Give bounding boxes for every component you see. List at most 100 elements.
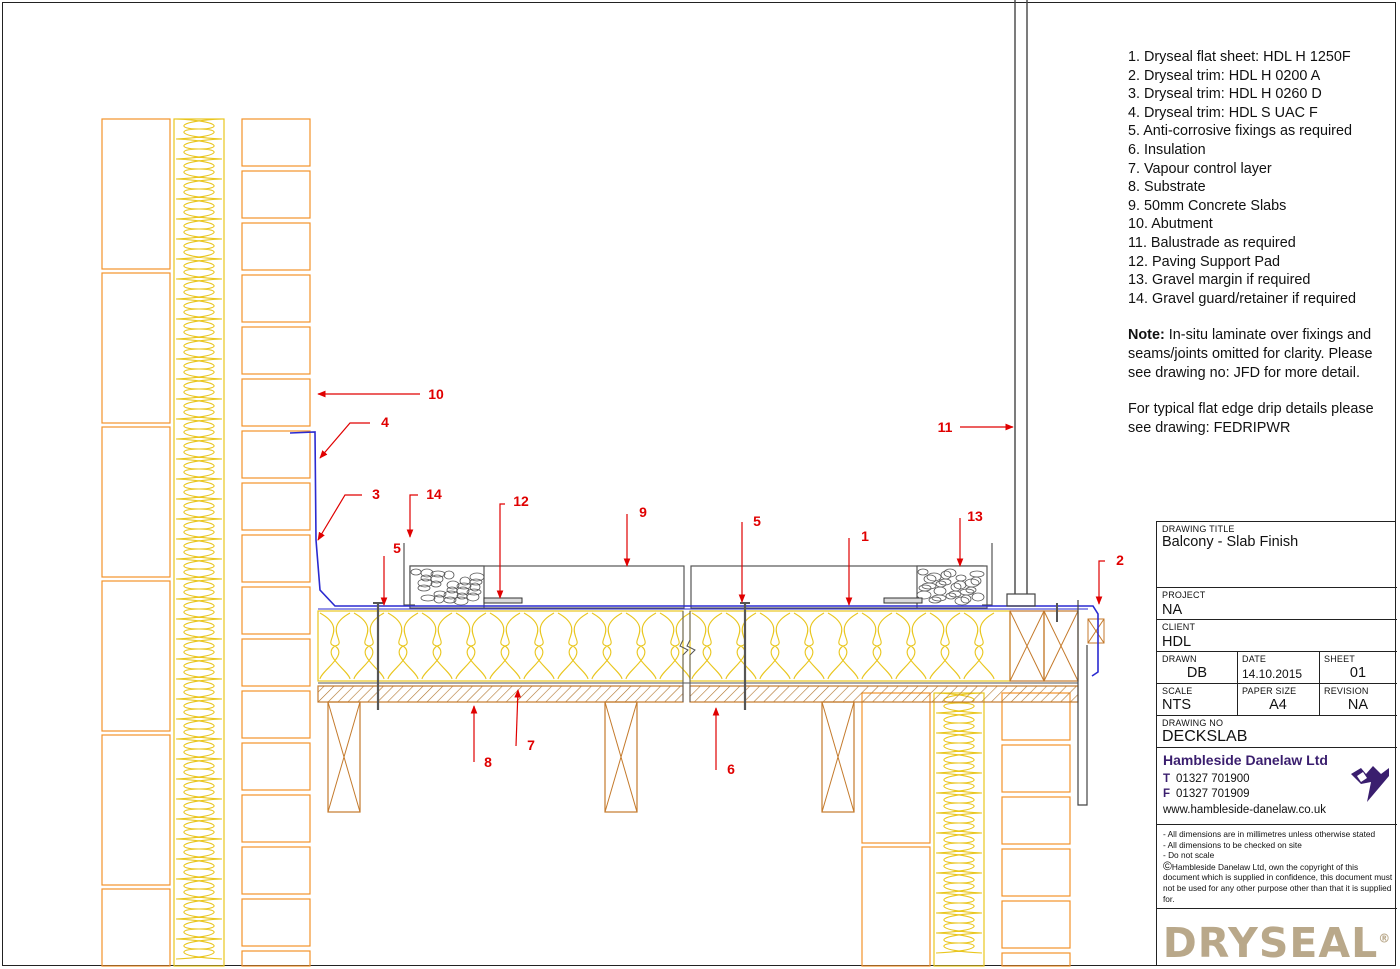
gravel-stone — [456, 586, 470, 596]
brick — [861, 692, 931, 844]
gravel-stone — [466, 588, 482, 596]
legend-item: 2. Dryseal trim: HDL H 0200 A — [1128, 67, 1321, 84]
phone-number: 01327 701900 — [1176, 773, 1250, 785]
brick — [241, 170, 311, 219]
drawn-value: DB — [1186, 665, 1208, 681]
gravel-stone — [469, 572, 485, 582]
insulation-pattern — [175, 118, 223, 960]
title-block: DRAWING TITLE Balcony - Slab Finish PROJ… — [1156, 521, 1397, 967]
legend-item: 14. Gravel guard/retainer if required — [1128, 290, 1356, 307]
brick — [101, 734, 171, 886]
brick — [241, 118, 311, 167]
disclaimer-line: - All dimensions to be checked on site — [1163, 839, 1302, 850]
brick — [241, 274, 311, 323]
paving-support-pad — [483, 597, 523, 604]
gravel-stone — [935, 580, 947, 588]
joist-cross — [327, 701, 361, 813]
gravel-stone — [469, 578, 483, 586]
drawing-title-label: DRAWING TITLE — [1162, 524, 1235, 534]
insulation-pattern — [691, 612, 995, 680]
gravel-stone — [971, 592, 985, 602]
brick — [241, 326, 311, 375]
registered-mark: ® — [1378, 931, 1392, 946]
brick — [1001, 848, 1071, 897]
insulation-batt — [173, 118, 225, 967]
company-logo-icon — [1351, 766, 1389, 802]
callout-leader — [514, 689, 522, 747]
gravel-stone — [433, 590, 447, 598]
gravel-stone — [446, 580, 460, 590]
paving-support-pad — [883, 597, 923, 604]
legend-item: 5. Anti-corrosive fixings as required — [1128, 123, 1352, 140]
dryseal-logo: DRYSEAL® — [1159, 919, 1395, 967]
callout-number: 6 — [727, 761, 735, 777]
copyright-notice: ©Hambleside Danelaw Ltd, own the copyrig… — [1163, 858, 1393, 904]
brand-cell: DRYSEAL® — [1157, 909, 1397, 967]
drawn-row: DRAWN DB DATE 14.10.2015 SHEET 01 — [1157, 652, 1397, 684]
legend-item: 12. Paving Support Pad — [1128, 253, 1281, 270]
callout-number: 5 — [393, 540, 401, 556]
brick — [241, 586, 311, 635]
drawn-label: DRAWN — [1162, 654, 1197, 664]
divider — [1319, 652, 1320, 683]
date-value: 14.10.2015 — [1242, 667, 1303, 681]
website-link[interactable]: www.hambleside-danelaw.co.uk — [1163, 804, 1327, 816]
brick — [241, 898, 311, 947]
drawing-title: Balcony - Slab Finish — [1162, 534, 1299, 550]
note-text: In-situ laminate over fixings and seams/… — [1128, 327, 1373, 381]
legend-item: 11. Balustrade as required — [1128, 234, 1296, 251]
joist — [821, 701, 855, 813]
dryseal-membrane — [289, 431, 1099, 677]
brick — [241, 222, 311, 271]
gravel-stone — [420, 594, 436, 602]
brick — [241, 482, 311, 531]
brick — [241, 794, 311, 843]
brick — [101, 580, 171, 732]
gravel-stone — [918, 584, 932, 592]
callout-number: 7 — [527, 737, 535, 753]
gravel-stone — [923, 574, 937, 584]
gravel-stone — [954, 596, 970, 606]
insulation-pattern — [935, 692, 983, 954]
revision-label: REVISION — [1324, 686, 1369, 696]
gravel-stone — [466, 592, 480, 602]
paper-cell: PAPER SIZE A4 — [1237, 684, 1319, 716]
brick — [101, 426, 171, 578]
brick — [1001, 900, 1071, 949]
drawing-title-cell: DRAWING TITLE Balcony - Slab Finish — [1157, 522, 1397, 588]
date-label: DATE — [1242, 654, 1267, 664]
substrate-board — [317, 685, 684, 703]
legend-item: 4. Dryseal trim: HDL S UAC F — [1128, 104, 1318, 121]
client-label: CLIENT — [1162, 622, 1196, 632]
joist-cross — [604, 701, 638, 813]
divider — [1319, 684, 1320, 715]
scale-row: SCALE NTS PAPER SIZE A4 REVISION NA — [1157, 684, 1397, 716]
insulation-layer — [173, 118, 1011, 967]
brick — [1001, 796, 1071, 845]
gravel-stone — [926, 572, 942, 582]
insulation-pattern — [319, 612, 691, 680]
copyright-symbol: © — [1163, 858, 1172, 873]
deck-structure — [289, 0, 1105, 813]
brick — [241, 378, 311, 427]
gravel-stone — [443, 596, 457, 604]
callout-number: 1 — [861, 528, 869, 544]
note-label: Note: — [1128, 327, 1165, 344]
gravel-stone — [964, 578, 980, 588]
callout-number: 4 — [381, 414, 389, 430]
legend-item: 6. Insulation — [1128, 141, 1206, 158]
legend-item: 10. Abutment — [1128, 216, 1213, 233]
legend-reference: For typical flat edge drip details pleas… — [1128, 401, 1374, 436]
callout-number: 8 — [484, 754, 492, 770]
sheet-cell: SHEET 01 — [1319, 652, 1397, 684]
drawing-no-label: DRAWING NO — [1162, 718, 1224, 728]
gravel-stone — [469, 582, 481, 592]
gravel-stone — [430, 574, 444, 584]
gravel-stone — [420, 568, 434, 578]
deck-insulation — [689, 610, 1011, 682]
substrate-board — [689, 685, 1079, 703]
